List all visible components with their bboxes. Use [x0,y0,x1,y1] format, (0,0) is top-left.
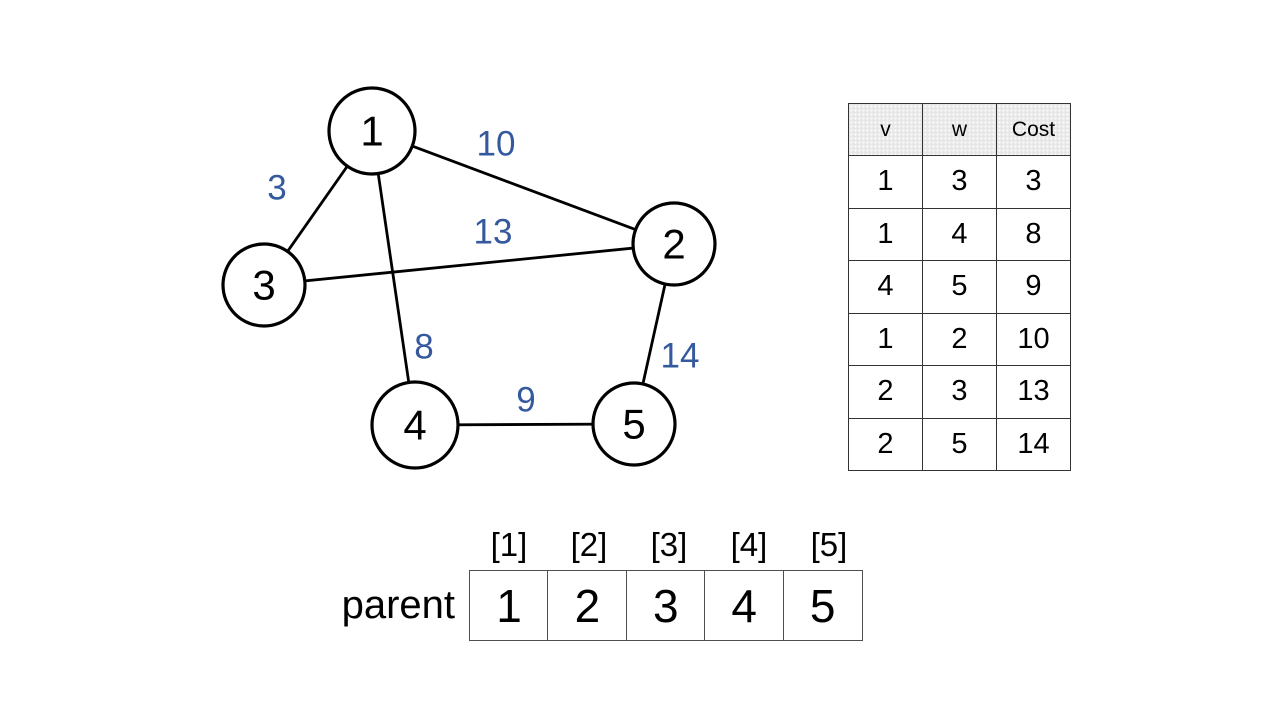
parent-index-4: [4] [730,526,768,563]
edge-table-cell: 1 [848,312,923,366]
graph-node-label-5: 5 [622,401,645,448]
graph-node-circle-5 [591,381,677,467]
edge-table-cell: 10 [996,312,1071,366]
graph-edge-3-2 [263,242,675,287]
edge-table-cell: 3 [996,155,1071,209]
edge-table-cell: 2 [922,312,997,366]
graph-edge-1-4 [370,130,417,426]
edge-weight-label-2-5: 14 [661,337,700,376]
edge-weight-label-3-2: 13 [474,213,513,252]
edge-table-cell: 5 [922,260,997,314]
graph-edge-1-2 [371,129,675,246]
graph-node-circle-3 [221,242,307,328]
edge-table-cell: 2 [848,417,923,471]
parent-index-2: [2] [570,526,608,563]
edge-weight-label-4-5: 9 [516,381,535,420]
edge-table-cell: 1 [848,155,923,209]
edge-table-header-cost: Cost [996,103,1071,156]
parent-cell-3: 3 [625,570,706,641]
edge-weight-label-1-3: 3 [267,169,286,208]
edge-weight-label-1-2: 10 [477,125,516,164]
parent-cell-4: 4 [704,570,785,641]
edge-table-cell: 9 [996,260,1071,314]
edge-weight-label-1-4: 8 [414,328,433,367]
edge-table-header-v: v [848,103,923,156]
weighted-graph: 1 2 3 4 5 3 10 13 8 9 14 [221,86,717,470]
graph-node-label-1: 1 [360,108,383,155]
edge-table-header-w: w [922,103,997,156]
edge-table-cell: 14 [996,417,1071,471]
edge-table-cell: 1 [848,207,923,261]
edge-table-cell: 2 [848,365,923,419]
parent-array-index-row: [1] [2] [3] [4] [5] [469,526,869,564]
parent-index-5: [5] [810,526,848,563]
edge-table-cell: 3 [922,365,997,419]
edge-table-cell: 4 [848,260,923,314]
parent-cell-2: 2 [547,570,628,641]
parent-index-1: [1] [490,526,528,563]
graph-node-circle-2 [631,201,717,287]
edge-table-cell: 8 [996,207,1071,261]
graph-node-label-4: 4 [403,402,426,449]
parent-array-label: parent [341,583,455,627]
parent-cell-5: 5 [782,570,863,641]
edge-table-cell: 5 [922,417,997,471]
graph-node-circle-1 [327,86,417,176]
parent-cell-1: 1 [469,570,549,641]
graph-node-label-2: 2 [662,221,685,268]
graph-node-label-3: 3 [252,262,275,309]
edge-table-cell: 3 [922,155,997,209]
parent-index-3: [3] [650,526,688,563]
edge-table-cell: 13 [996,365,1071,419]
graph-node-circle-4 [370,380,460,470]
edge-table-cell: 4 [922,207,997,261]
